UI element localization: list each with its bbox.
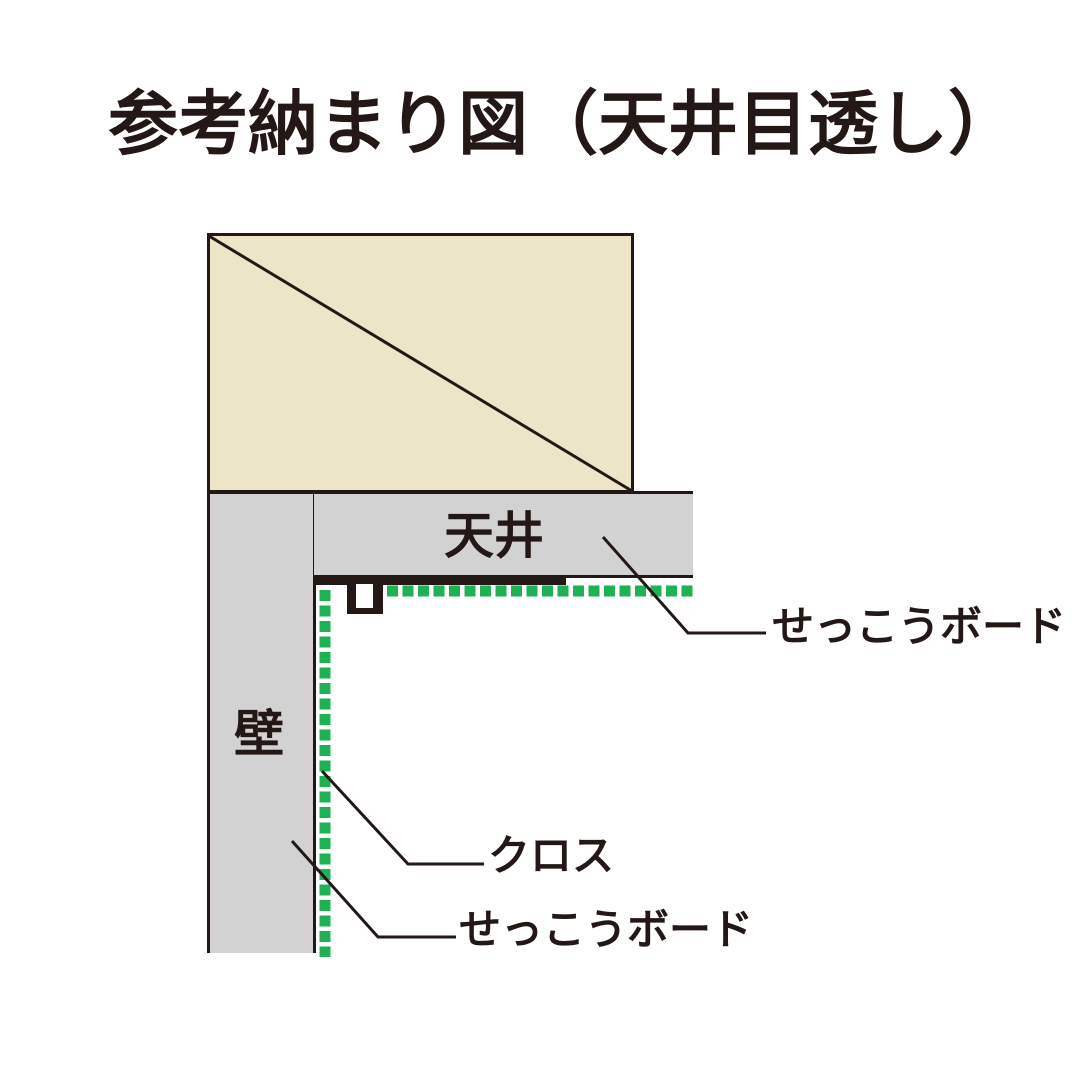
page-title: 参考納まり図（天井目透し） bbox=[108, 85, 1018, 163]
structure-diagonal-line bbox=[208, 234, 633, 493]
label-gypsum-board-ceiling: せっこうボード bbox=[772, 603, 1067, 650]
leader-line-gypsum-ceiling bbox=[601, 536, 766, 635]
leader-line-gypsum-wall bbox=[290, 839, 456, 939]
ceiling-board bbox=[314, 493, 693, 577]
label-ceiling: 天井 bbox=[444, 508, 544, 564]
reveal-trim-channel-gap bbox=[356, 584, 373, 608]
label-wall: 壁 bbox=[234, 706, 284, 762]
wall-board bbox=[207, 492, 314, 953]
leader-line-cloth bbox=[320, 769, 484, 866]
reveal-trim-bar bbox=[313, 575, 566, 585]
label-cloth: クロス bbox=[488, 832, 615, 879]
label-gypsum-board-wall: せっこうボード bbox=[459, 906, 754, 953]
